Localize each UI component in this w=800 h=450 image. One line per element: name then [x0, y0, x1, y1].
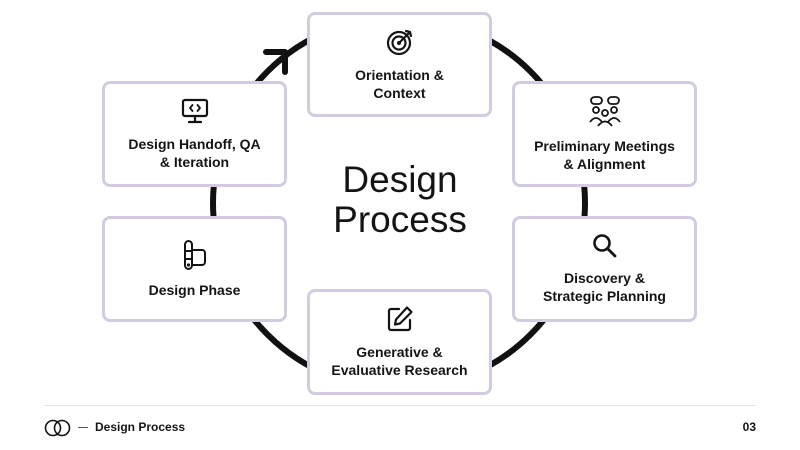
magnifier-icon — [592, 234, 616, 258]
design-tools-icon — [183, 240, 206, 270]
cycle-arrow-icon — [263, 49, 288, 75]
diagram-title: Design Process — [333, 159, 467, 240]
step-label: Preliminary Meetings & Alignment — [534, 138, 675, 172]
step-label: Design Handoff, QA & Iteration — [128, 136, 261, 170]
step-preliminary-meetings: Preliminary Meetings & Alignment — [512, 81, 697, 187]
page-number: 03 — [742, 420, 756, 434]
footer-divider — [44, 405, 756, 406]
footer-title: Design Process — [95, 420, 186, 434]
step-orientation-context: Orientation & Context — [307, 12, 492, 117]
step-label: Generative & Evaluative Research — [331, 344, 468, 378]
overlapping-circles-icon — [44, 419, 71, 437]
step-generative-research: Generative & Evaluative Research — [307, 289, 492, 395]
target-icon — [386, 29, 412, 55]
step-label: Discovery & Strategic Planning — [543, 270, 666, 304]
step-design-handoff: Design Handoff, QA & Iteration — [102, 81, 287, 187]
step-discovery-planning: Discovery & Strategic Planning — [512, 216, 697, 322]
edit-icon — [387, 306, 413, 332]
meeting-icon — [588, 96, 621, 127]
step-design-phase: Design Phase — [102, 216, 287, 322]
monitor-code-icon — [181, 98, 208, 124]
step-label: Design Phase — [148, 282, 241, 298]
step-label: Orientation & Context — [355, 66, 444, 101]
footer-dash — [78, 427, 88, 428]
